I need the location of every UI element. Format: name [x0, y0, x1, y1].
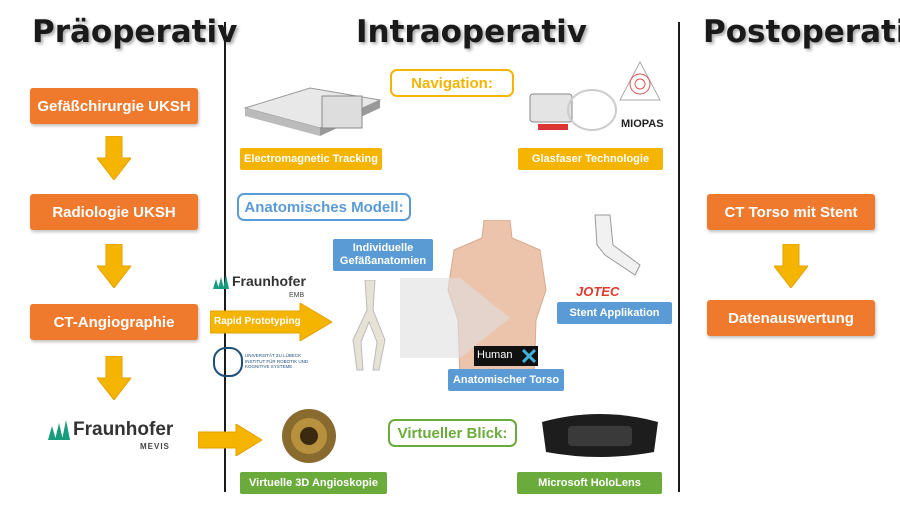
- down-arrow-2: [97, 244, 131, 288]
- label-electromagnetic-tracking: Electromagnetic Tracking: [240, 148, 382, 170]
- label-microsoft-hololens: Microsoft HoloLens: [517, 472, 662, 494]
- label-anatomischer-torso: Anatomischer Torso: [448, 369, 564, 391]
- fraunhofer-mevis-logo: Fraunhofer MEVIS: [48, 418, 178, 460]
- uni-luebeck-text: UNIVERSITÄT ZU LÜBECK INSTITUT FÜR ROBOT…: [245, 353, 309, 369]
- label-individuelle-gefaessanatomien: Individuelle Gefäßanatomien: [333, 239, 433, 271]
- fraunhofer-mark-icon: [48, 420, 70, 440]
- header-praeoperativ: Präoperativ: [32, 14, 238, 50]
- jotec-logo: JOTEC: [576, 284, 620, 299]
- hololens-image: [542, 414, 658, 457]
- stent-image: [594, 214, 641, 276]
- step-ct-torso: CT Torso mit Stent: [707, 194, 875, 230]
- down-arrow-3: [97, 356, 131, 400]
- glasfaser-device-image: [529, 89, 617, 131]
- miopas-logo: MIOPAS: [621, 118, 664, 130]
- humanx-text: Human: [477, 349, 513, 361]
- header-intraoperativ: Intraoperativ: [356, 14, 588, 50]
- fraunhofer-emb-logo: Fraunhofer EMB: [213, 272, 313, 302]
- down-arrow-post: [774, 244, 808, 288]
- divider-left: [224, 22, 226, 492]
- rapid-prototyping-arrow: [210, 303, 332, 341]
- virtueller-blick-frame: Virtueller Blick:: [388, 419, 517, 447]
- em-tracking-device-image: [243, 87, 382, 136]
- fraunhofer-emb-text: Fraunhofer: [232, 273, 306, 289]
- angioskopie-image: [282, 409, 336, 463]
- emb-text: EMB: [289, 292, 305, 299]
- uni-seal-icon: [213, 347, 243, 377]
- label-stent-applikation: Stent Applikation: [557, 302, 672, 324]
- anatomisches-modell-frame: Anatomisches Modell:: [237, 193, 411, 221]
- right-arrow-mevis: [198, 424, 262, 456]
- fraunhofer-mevis-text: Fraunhofer: [73, 419, 174, 440]
- fraunhofer-emb-mark-icon: [213, 275, 229, 289]
- humanx-logo: Human: [474, 346, 538, 366]
- projection-band: [400, 278, 510, 358]
- step-radiologie: Radiologie UKSH: [30, 194, 198, 230]
- label-virtuelle-angioskopie: Virtuelle 3D Angioskopie: [240, 472, 387, 494]
- humanx-x-icon: [522, 349, 536, 363]
- fiber-spiral-icon: [619, 60, 661, 101]
- rapid-prototyping-label: Rapid Prototyping: [214, 316, 301, 327]
- step-ct-angiographie: CT-Angiographie: [30, 304, 198, 340]
- divider-right: [678, 22, 680, 492]
- vessel-model-image: [352, 280, 386, 371]
- step-datenauswertung: Datenauswertung: [707, 300, 875, 336]
- navigation-frame: Navigation:: [390, 69, 514, 97]
- uni-luebeck-logo: UNIVERSITÄT ZU LÜBECK INSTITUT FÜR ROBOT…: [213, 347, 313, 377]
- mevis-text: MEVIS: [140, 442, 170, 451]
- step-gefaesschirurgie: Gefäßchirurgie UKSH: [30, 88, 198, 124]
- down-arrow-1: [97, 136, 131, 180]
- header-postoperativ: Postoperativ: [703, 14, 900, 50]
- label-glasfaser: Glasfaser Technologie: [518, 148, 663, 170]
